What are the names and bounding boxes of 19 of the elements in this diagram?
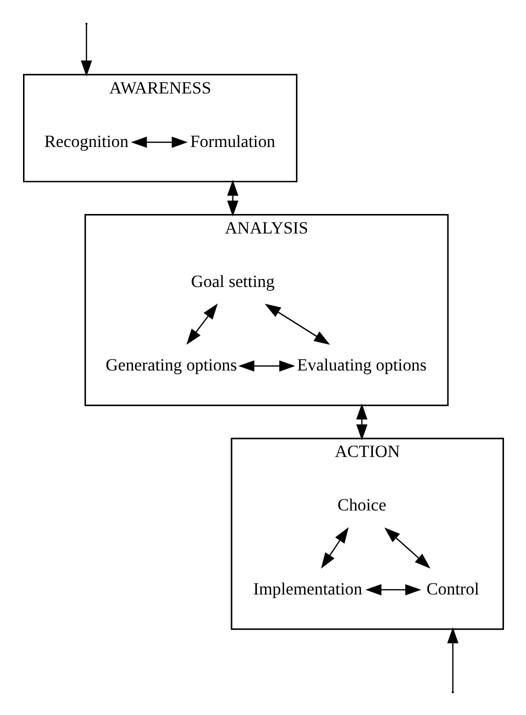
arrow — [186, 302, 218, 344]
arrow — [364, 584, 421, 595]
node-text: Implementation — [252, 578, 362, 598]
node-text: Evaluating options — [296, 355, 426, 374]
arrow — [130, 136, 188, 148]
arrow — [384, 526, 430, 568]
arrow — [356, 402, 367, 440]
node-text: Goal setting — [190, 271, 274, 290]
node-text: Generating options — [105, 355, 236, 374]
arrow — [320, 526, 348, 568]
arrow — [226, 179, 238, 216]
arrow — [80, 24, 92, 76]
node-text: Recognition — [44, 131, 128, 150]
node-text: Formulation — [190, 131, 275, 150]
node-text: Choice — [336, 495, 386, 514]
arrow — [264, 303, 330, 344]
arrow — [446, 626, 458, 692]
node-text: Control — [426, 578, 479, 598]
arrow — [238, 360, 295, 372]
